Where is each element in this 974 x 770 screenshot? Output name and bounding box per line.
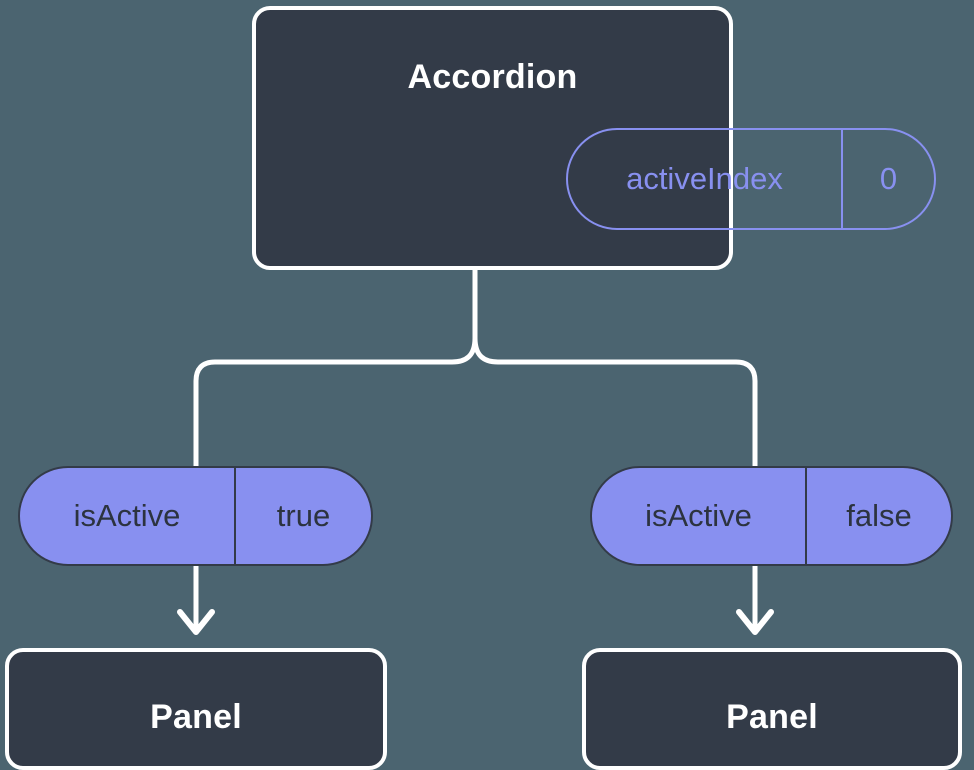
activeindex-state-key: activeIndex	[568, 130, 843, 228]
accordion-component-node[interactable]: Accordion activeIndex 0	[252, 6, 936, 270]
arrow-right-head	[736, 609, 774, 635]
isactive-true-prop-value: true	[276, 498, 331, 533]
fork-left-curve-path	[193, 335, 478, 469]
isactive-false-prop-pill[interactable]: isActive false	[590, 466, 953, 566]
panel-left-component-node[interactable]: Panel	[5, 648, 387, 770]
fork-right-curve-path	[472, 335, 758, 469]
isactive-true-prop-key: isActive	[20, 468, 236, 564]
activeindex-state-pill[interactable]: activeIndex 0	[566, 128, 936, 230]
isactive-false-prop-key: isActive	[592, 468, 807, 564]
arrow-left-group	[177, 566, 215, 635]
arrow-right-group	[736, 566, 774, 635]
accordion-title: Accordion	[407, 58, 578, 96]
isactive-false-prop-value: false	[846, 498, 912, 533]
panel-left-title: Panel	[150, 698, 242, 736]
panel-right-title: Panel	[726, 698, 818, 736]
arrow-left-head	[177, 609, 215, 635]
activeindex-state-value: 0	[879, 161, 898, 196]
isactive-true-prop-pill[interactable]: isActive true	[18, 466, 373, 566]
panel-right-component-node[interactable]: Panel	[582, 648, 962, 770]
